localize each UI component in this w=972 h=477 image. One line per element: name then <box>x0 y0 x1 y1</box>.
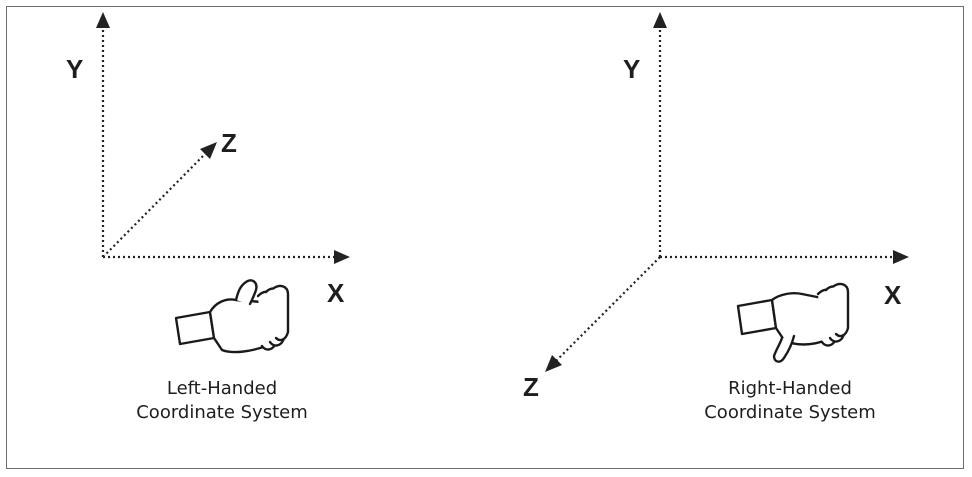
right-z-label: Z <box>523 372 539 402</box>
right-z-arrowhead <box>545 355 562 372</box>
right-x-arrowhead <box>893 250 909 264</box>
right-hand-icon <box>736 282 850 363</box>
right-y-arrowhead <box>653 12 667 28</box>
right-caption-line1: Right-Handed <box>728 378 852 399</box>
right-y-label: Y <box>623 54 640 84</box>
left-hand-icon <box>174 279 290 354</box>
left-y-label: Y <box>66 54 83 84</box>
right-x-label: X <box>884 280 902 310</box>
left-caption-line1: Left-Handed <box>167 378 277 399</box>
left-caption-line2: Coordinate System <box>136 402 308 423</box>
left-x-label: X <box>327 278 345 308</box>
diagram-frame <box>6 6 964 469</box>
right-z-axis <box>555 256 661 362</box>
left-y-arrowhead <box>96 12 110 28</box>
left-z-axis <box>102 152 207 258</box>
right-caption-line2: Coordinate System <box>704 402 876 423</box>
left-z-label: Z <box>221 128 237 158</box>
right-handed-system: Y X Z Right-Handed Coordinate System <box>523 12 909 423</box>
left-x-arrowhead <box>334 250 350 264</box>
left-handed-system: Y X Z Left-Handed Coordinate System <box>66 12 350 423</box>
left-z-arrowhead <box>200 142 217 159</box>
